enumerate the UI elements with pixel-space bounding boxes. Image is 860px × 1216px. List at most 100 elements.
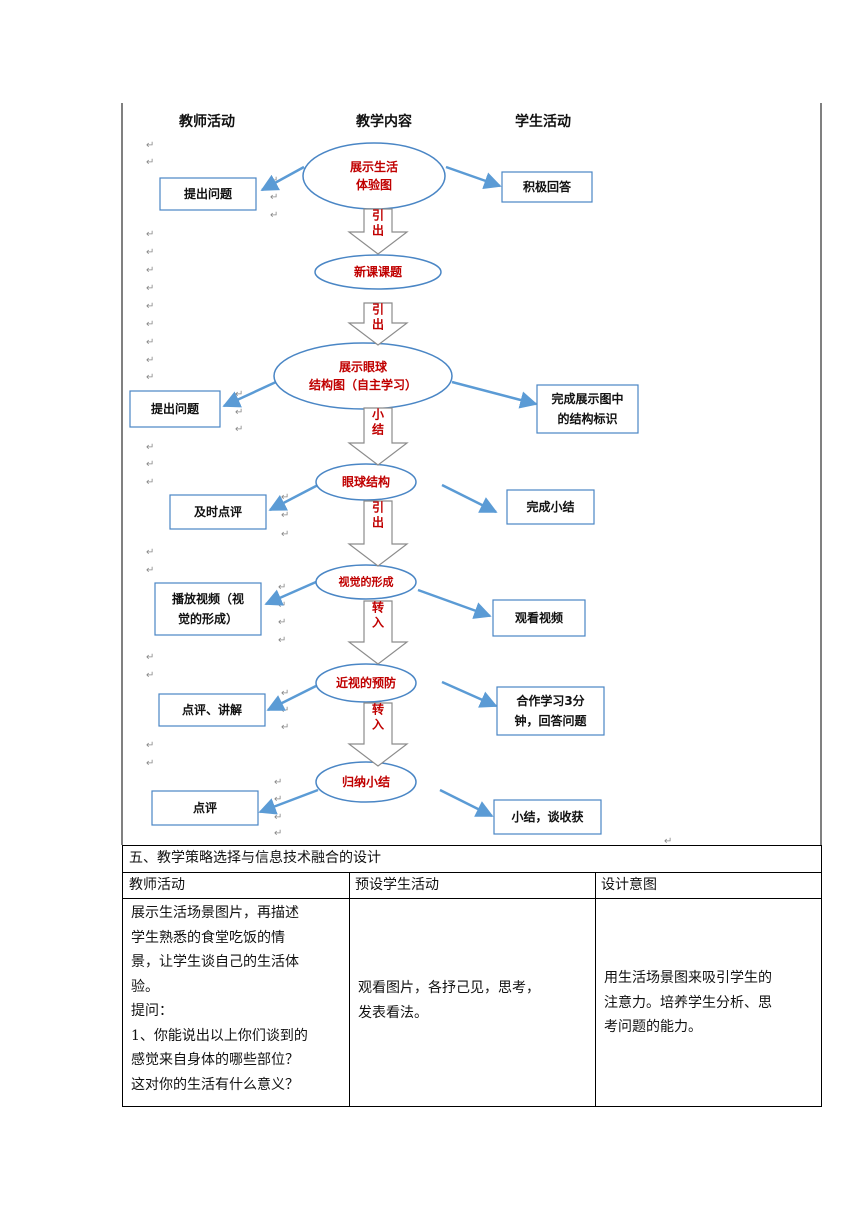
paragraph-mark-icon: ↵ <box>235 424 243 435</box>
teacher-line: 景，让学生谈自己的生活体 <box>131 954 299 970</box>
transition-label: 出 <box>372 317 384 332</box>
content-node: 归纳小结 <box>315 761 417 803</box>
student-activity-box: 积极回答 <box>501 171 593 203</box>
connector-arrow <box>441 680 498 708</box>
paragraph-mark-icon: ↵ <box>146 355 154 366</box>
content-node-ellipse <box>315 564 417 600</box>
connector-arrow <box>417 588 492 619</box>
down-arrow-shape <box>347 702 409 767</box>
content-node-ellipse <box>315 663 417 703</box>
teacher-activity-box-frame <box>169 494 267 530</box>
teacher-activity-box-frame <box>151 790 259 826</box>
teacher-activity-box-label: 提出问题 <box>184 186 233 201</box>
down-arrow-shape <box>347 500 409 567</box>
student-activity-box-label: 积极回答 <box>523 179 572 194</box>
intent-line: 注意力。培养学生分析、思 <box>604 994 772 1011</box>
paragraph-mark-icon: ↵ <box>281 688 289 699</box>
paragraph-mark-icon: ↵ <box>146 477 154 488</box>
teacher-line: 1、你能说出以上你们谈到的 <box>131 1027 308 1044</box>
content-node-ellipse <box>273 342 453 410</box>
col-header-intent: 设计意图 <box>601 877 657 893</box>
teacher-line: 这对你的生活有什么意义？ <box>131 1076 299 1093</box>
down-arrow-shape <box>347 407 409 466</box>
transition-label: 出 <box>372 223 384 238</box>
paragraph-mark-icon: ↵ <box>278 600 286 611</box>
connector-arrow <box>439 788 494 818</box>
transition-arrow: 小结 <box>347 407 409 466</box>
header-student-activity: 学生活动 <box>515 113 571 130</box>
paragraph-mark-icon: ↵ <box>146 442 154 453</box>
col-divider-1 <box>349 873 350 1107</box>
paragraph-mark-icon: ↵ <box>146 670 154 681</box>
paragraph-mark-icon: ↵ <box>274 777 282 788</box>
content-node-ellipse <box>302 142 446 210</box>
content-node-label: 近视的预防 <box>336 675 396 690</box>
paragraph-mark-icon: ↵ <box>146 337 154 348</box>
teacher-activity-box-frame <box>158 693 266 727</box>
content-node-label: 体验图 <box>356 177 392 192</box>
student-activity-box: 小结，谈收获 <box>493 799 602 835</box>
student-activity-box-label: 观看视频 <box>515 610 563 625</box>
transition-label: 入 <box>372 718 384 732</box>
paragraph-mark-icon: ↵ <box>270 192 278 203</box>
paragraph-mark-icon: ↵ <box>664 836 672 845</box>
column-header-row: 教师活动 预设学生活动 设计意图 <box>123 873 821 899</box>
content-node: 新课课题 <box>314 254 442 290</box>
intent-line: 用生活场景图来吸引学生的 <box>604 970 772 986</box>
paragraph-mark-icon: ↵ <box>146 265 154 276</box>
teacher-line: 学生熟悉的食堂吃饭的情 <box>131 929 285 946</box>
teacher-activity-box-label: 点评、讲解 <box>182 702 242 717</box>
content-node-label: 展示眼球 <box>339 359 388 374</box>
connector-arrow <box>264 580 317 606</box>
student-activity-cell: 观看图片，各抒己见，思考， 发表看法。 <box>350 974 595 1027</box>
down-arrow-shape <box>347 208 409 255</box>
lesson-flowchart: 教师活动教学内容学生活动 ↵↵↵↵↵↵↵↵↵↵↵↵↵↵↵↵↵↵↵↵↵↵↵↵↵↵↵… <box>121 103 822 845</box>
paragraph-mark-icon: ↵ <box>146 547 154 558</box>
student-activity-box-frame <box>501 171 593 203</box>
section-title: 五、教学策略选择与信息技术融合的设计 <box>129 850 381 866</box>
paragraph-mark-icon: ↵ <box>281 510 289 521</box>
transition-label: 转 <box>372 600 384 615</box>
student-activity-box-frame <box>496 686 605 736</box>
content-node-label: 新课课题 <box>354 264 403 279</box>
student-activity-box-frame <box>493 799 602 835</box>
header-teaching-content: 教学内容 <box>356 113 412 130</box>
transition-arrow: 转入 <box>347 600 409 665</box>
teacher-activity-box-label: 觉的形成） <box>178 611 238 626</box>
down-arrow-shape <box>347 600 409 665</box>
paragraph-mark-icon: ↵ <box>146 652 154 663</box>
paragraph-mark-icon: ↵ <box>281 722 289 733</box>
connector-arrow <box>441 483 498 514</box>
transition-arrow: 引出 <box>347 208 409 255</box>
student-line: 观看图片，各抒己见，思考， <box>358 980 540 996</box>
paragraph-mark-icon: ↵ <box>146 740 154 751</box>
paragraph-mark-icon: ↵ <box>278 582 286 593</box>
paragraph-mark-icon: ↵ <box>146 301 154 312</box>
transition-label: 引 <box>372 501 384 515</box>
paragraph-mark-icon: ↵ <box>146 758 154 769</box>
paragraph-mark-icon: ↵ <box>274 812 282 823</box>
paragraph-mark-icon: ↵ <box>146 319 154 330</box>
teacher-activity-box: 播放视频（视觉的形成） <box>154 582 262 636</box>
content-node-label: 结构图（自主学习） <box>309 377 417 392</box>
connector-arrow <box>445 165 502 190</box>
transition-arrow: 引出 <box>347 302 409 346</box>
content-node: 视觉的形成 <box>315 564 417 600</box>
transition-label: 出 <box>372 515 384 530</box>
connector-arrow <box>266 684 317 712</box>
content-node-label: 归纳小结 <box>342 774 390 789</box>
teacher-activity-cell: 展示生活场景图片，再描述 学生熟悉的食堂吃饭的情 景，让学生谈自己的生活体 验。… <box>123 899 349 1099</box>
content-node-ellipse <box>315 463 417 501</box>
student-activity-box-label: 合作学习3分 <box>516 693 584 708</box>
paragraph-mark-icon: ↵ <box>281 529 289 540</box>
transition-arrow: 转入 <box>347 702 409 767</box>
teacher-activity-box: 及时点评 <box>169 494 267 530</box>
header-teacher-activity: 教师活动 <box>179 113 235 130</box>
student-activity-box-frame <box>492 599 586 637</box>
col-header-student: 预设学生活动 <box>355 877 439 893</box>
paragraph-mark-icon: ↵ <box>235 407 243 418</box>
col-divider-2 <box>595 873 596 1107</box>
connector-arrow <box>260 165 305 192</box>
